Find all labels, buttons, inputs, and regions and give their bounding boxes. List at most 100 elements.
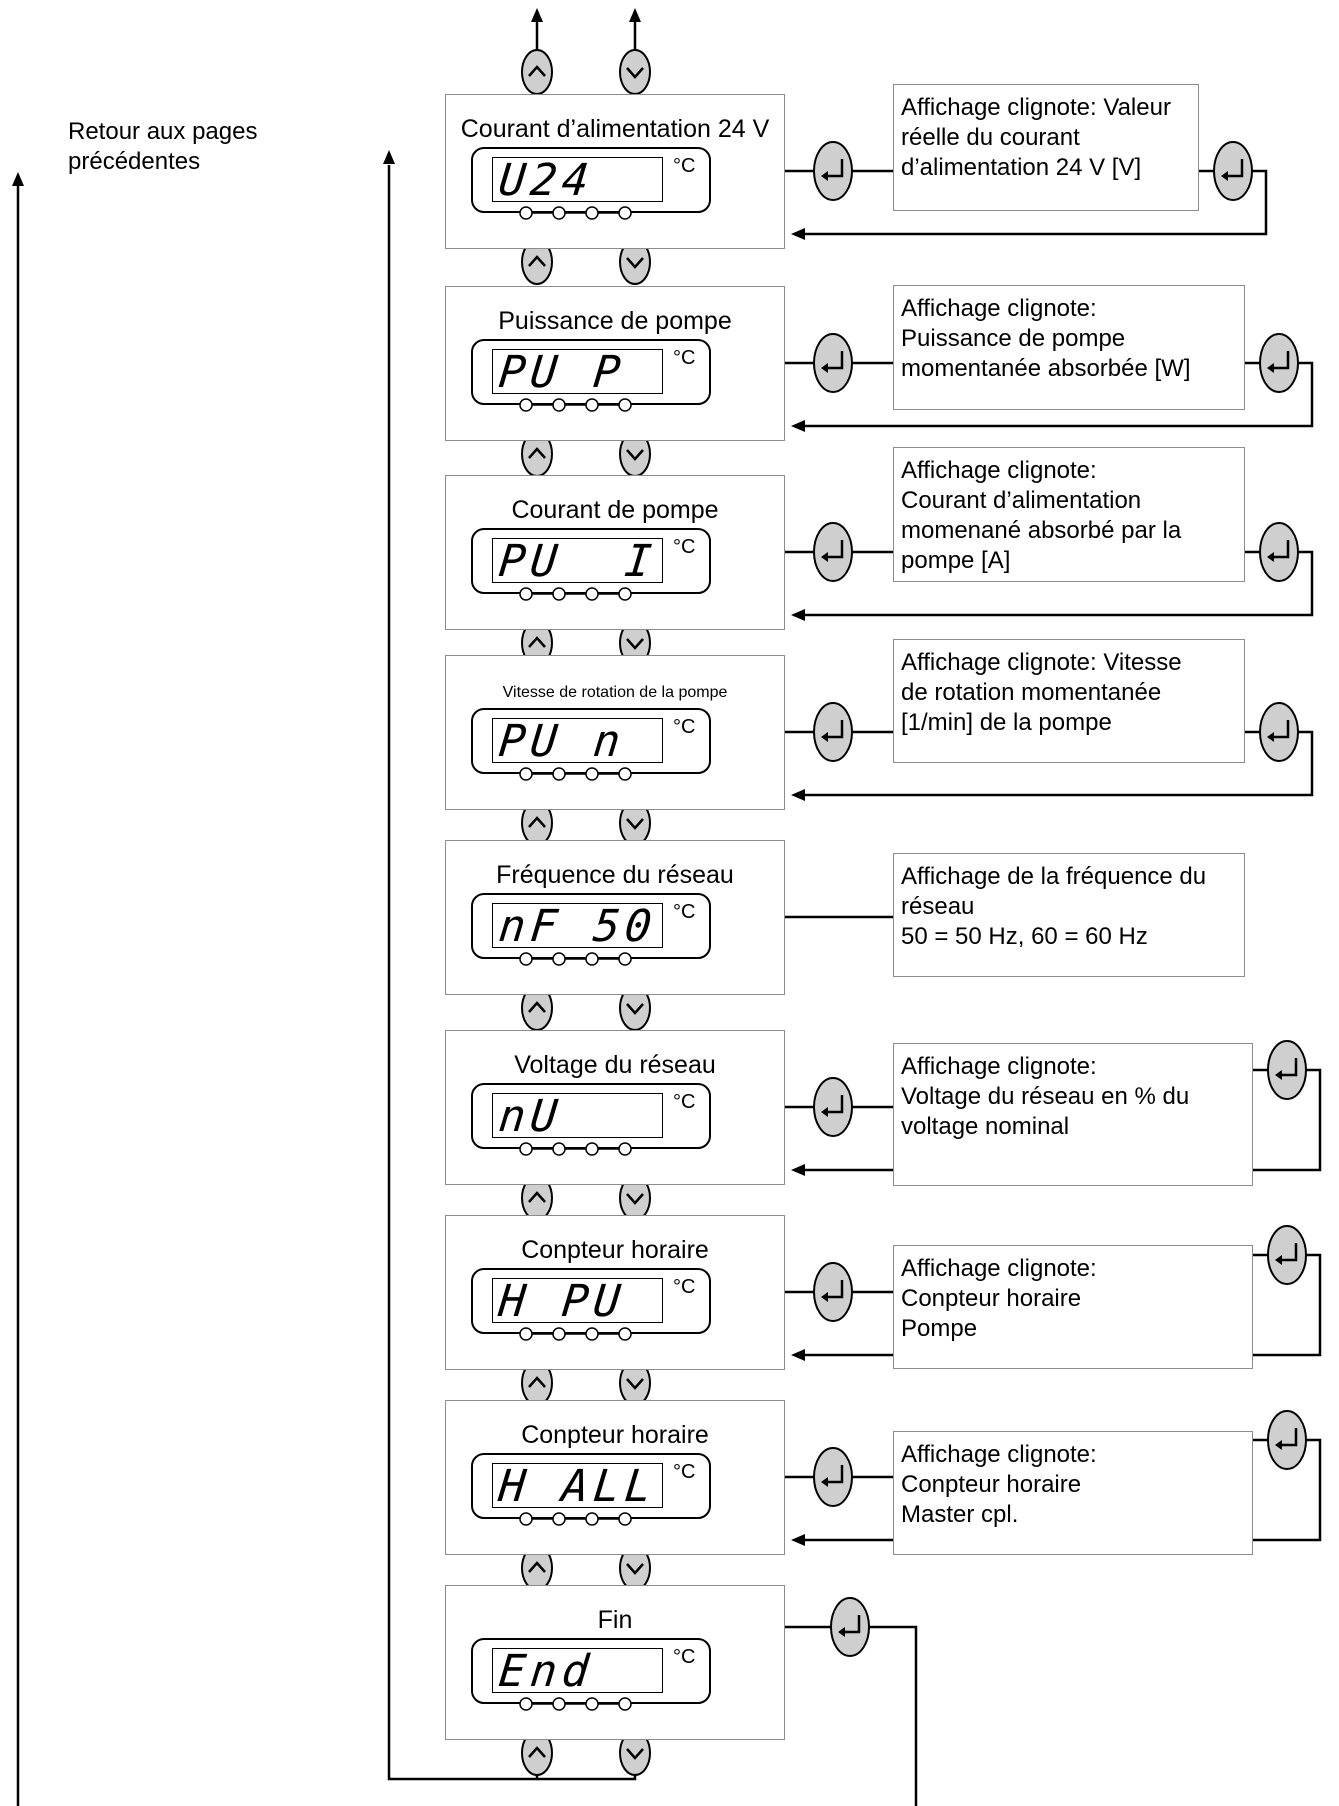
enter-key-icon[interactable] (813, 333, 853, 393)
lcd-readout: H_PU (496, 1278, 628, 1323)
info-line: Affichage clignote: (901, 457, 1097, 484)
arrowhead-icon (791, 1534, 805, 1546)
lcd-readout: PU P (496, 349, 628, 394)
controller-display: H_PU°C (471, 1268, 711, 1341)
led-icon (618, 1512, 632, 1526)
info-line: Conpteur horaire (901, 1285, 1082, 1312)
indicator-leds (519, 398, 632, 412)
led-icon (585, 1512, 599, 1526)
info-line: voltage nominal (901, 1113, 1070, 1140)
lcd-window: H_ALL (492, 1463, 663, 1508)
led-icon (519, 952, 533, 966)
arrowhead-icon (791, 1349, 805, 1361)
screen-title: Voltage du réseau (514, 1051, 716, 1079)
temperature-unit: °C (673, 1646, 696, 1668)
info-line: Affichage de la fréquence du (901, 863, 1207, 890)
back-to-previous-pages-note: Retour aux pages précédentes (68, 117, 257, 177)
lcd-readout: nF 50 (496, 903, 660, 948)
arrowhead-icon (791, 228, 805, 240)
led-icon (519, 767, 533, 781)
controller-display: PU n°C (471, 708, 711, 781)
led-icon (618, 398, 632, 412)
connector-line (869, 1625, 918, 1806)
screen-title: Fréquence du réseau (496, 861, 734, 889)
led-icon (519, 1142, 533, 1156)
info-box: Affichage clignote:Courant d’alimentatio… (893, 447, 1245, 582)
info-line: Affichage clignote: (901, 1053, 1097, 1080)
arrowhead-icon (383, 150, 395, 164)
enter-key-icon[interactable] (1259, 333, 1299, 393)
info-line: Conpteur horaire (901, 1471, 1082, 1498)
led-icon (585, 587, 599, 601)
enter-key-icon[interactable] (813, 1447, 853, 1507)
enter-key-icon[interactable] (1267, 1225, 1307, 1285)
controller-display: H_ALL °C (471, 1453, 711, 1526)
down-arrow-key-icon[interactable] (619, 239, 651, 285)
led-icon (585, 952, 599, 966)
led-icon (552, 206, 566, 220)
led-icon (585, 767, 599, 781)
led-icon (552, 952, 566, 966)
enter-key-icon[interactable] (1259, 522, 1299, 582)
lcd-window: U24 (492, 157, 663, 202)
led-icon (585, 398, 599, 412)
up-arrow-key-icon[interactable] (521, 49, 553, 95)
enter-key-icon[interactable] (813, 522, 853, 582)
enter-key-icon[interactable] (1213, 141, 1253, 201)
info-line: Puissance de pompe (901, 325, 1126, 352)
led-icon (618, 767, 632, 781)
down-arrow-key-icon[interactable] (619, 1175, 651, 1221)
arrowhead-icon (791, 789, 805, 801)
temperature-unit: °C (673, 1461, 696, 1483)
info-line: réseau (901, 893, 975, 920)
down-arrow-key-icon[interactable] (619, 49, 651, 95)
back-note-line: Retour aux pages (68, 118, 258, 145)
enter-key-icon[interactable] (813, 1262, 853, 1322)
enter-key-icon[interactable] (1259, 702, 1299, 762)
temperature-unit: °C (673, 536, 696, 558)
info-line: Voltage du réseau en % du (901, 1083, 1190, 1110)
connector-line (805, 169, 1268, 236)
info-line: d’alimentation 24 V [V] (901, 154, 1142, 181)
up-arrow-key-icon[interactable] (521, 1545, 553, 1591)
enter-key-icon[interactable] (1267, 1410, 1307, 1470)
info-line: momentanée absorbée [W] (901, 355, 1191, 382)
led-icon (585, 206, 599, 220)
connector-line (805, 730, 1314, 797)
info-line: Affichage clignote: (901, 1441, 1097, 1468)
arrowhead-icon (791, 609, 805, 621)
info-line: Master cpl. (901, 1501, 1019, 1528)
lcd-readout: End (496, 1648, 597, 1693)
led-icon (552, 587, 566, 601)
connector-line (537, 1775, 637, 1781)
enter-key-icon[interactable] (813, 702, 853, 762)
led-icon (519, 1697, 533, 1711)
screen-title: Courant de pompe (511, 496, 719, 524)
temperature-unit: °C (673, 347, 696, 369)
lcd-window: H_PU (492, 1278, 663, 1323)
indicator-leds (519, 587, 632, 601)
enter-key-icon[interactable] (813, 141, 853, 201)
led-icon (618, 206, 632, 220)
led-icon (618, 1697, 632, 1711)
indicator-leds (519, 767, 632, 781)
lcd-window: nF 50 (492, 903, 663, 948)
led-icon (618, 587, 632, 601)
lcd-readout: U24 (496, 157, 597, 202)
led-icon (585, 1327, 599, 1341)
led-icon (552, 1142, 566, 1156)
enter-key-icon[interactable] (1267, 1040, 1307, 1100)
enter-key-icon[interactable] (830, 1597, 870, 1657)
enter-key-icon[interactable] (813, 1077, 853, 1137)
led-icon (552, 767, 566, 781)
indicator-leds (519, 1512, 632, 1526)
arrowhead-icon (12, 172, 24, 186)
lcd-window: PU P (492, 349, 663, 394)
led-icon (519, 1327, 533, 1341)
